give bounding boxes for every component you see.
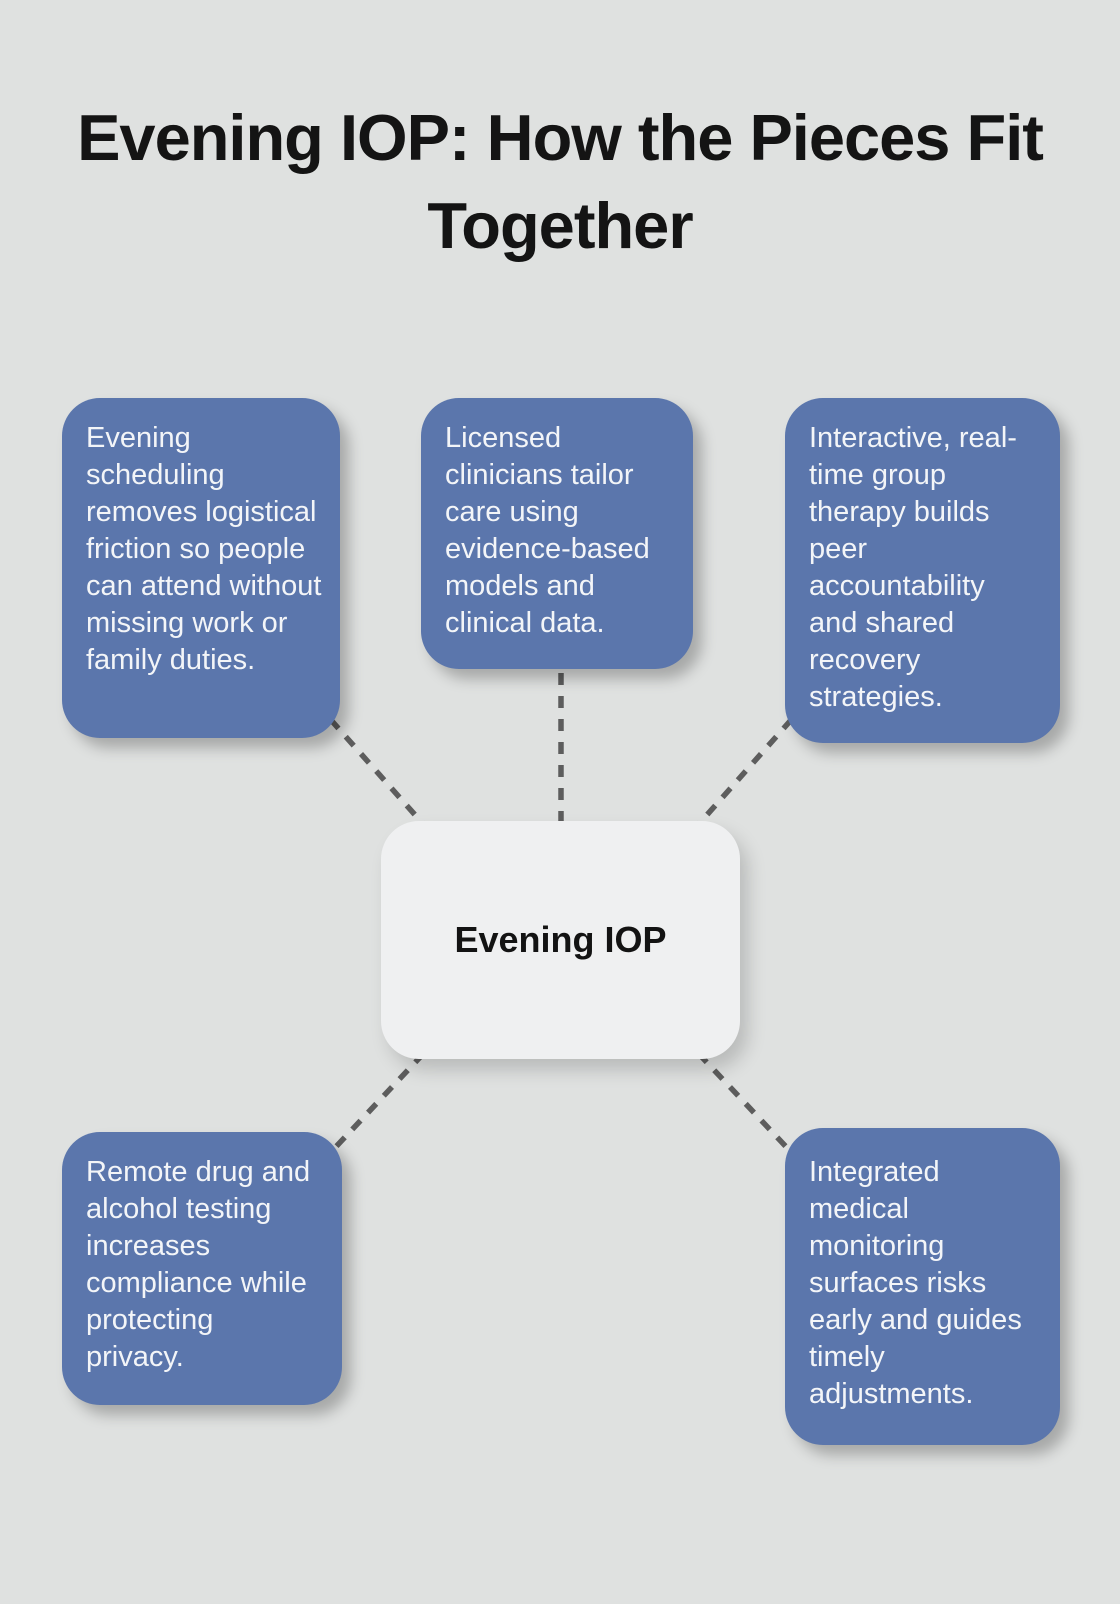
page-title-line-1: Evening IOP: How the Pieces Fit: [77, 101, 1044, 174]
node-group-therapy: Interactive, real-time group therapy bui…: [785, 398, 1060, 743]
node-licensed-clinicians: Licensed clinicians tailor care using ev…: [421, 398, 693, 669]
node-medical-monitoring-text: Integrated medical monitoring surfaces r…: [809, 1156, 1022, 1410]
center-node-label: Evening IOP: [454, 919, 667, 960]
node-group-therapy-text: Interactive, real-time group therapy bui…: [809, 422, 1017, 713]
node-evening-scheduling: Evening scheduling removes logistical fr…: [62, 398, 340, 738]
node-medical-monitoring: Integrated medical monitoring surfaces r…: [785, 1128, 1060, 1445]
page-title: Evening IOP: How the Pieces Fit Together: [0, 94, 1120, 270]
node-remote-testing: Remote drug and alcohol testing increase…: [62, 1132, 342, 1405]
node-remote-testing-text: Remote drug and alcohol testing increase…: [86, 1156, 311, 1373]
node-evening-scheduling-text: Evening scheduling removes logistical fr…: [86, 422, 322, 676]
center-node-evening-iop: Evening IOP: [381, 821, 740, 1059]
page-title-line-2: Together: [427, 189, 693, 262]
node-licensed-clinicians-text: Licensed clinicians tailor care using ev…: [445, 422, 650, 639]
